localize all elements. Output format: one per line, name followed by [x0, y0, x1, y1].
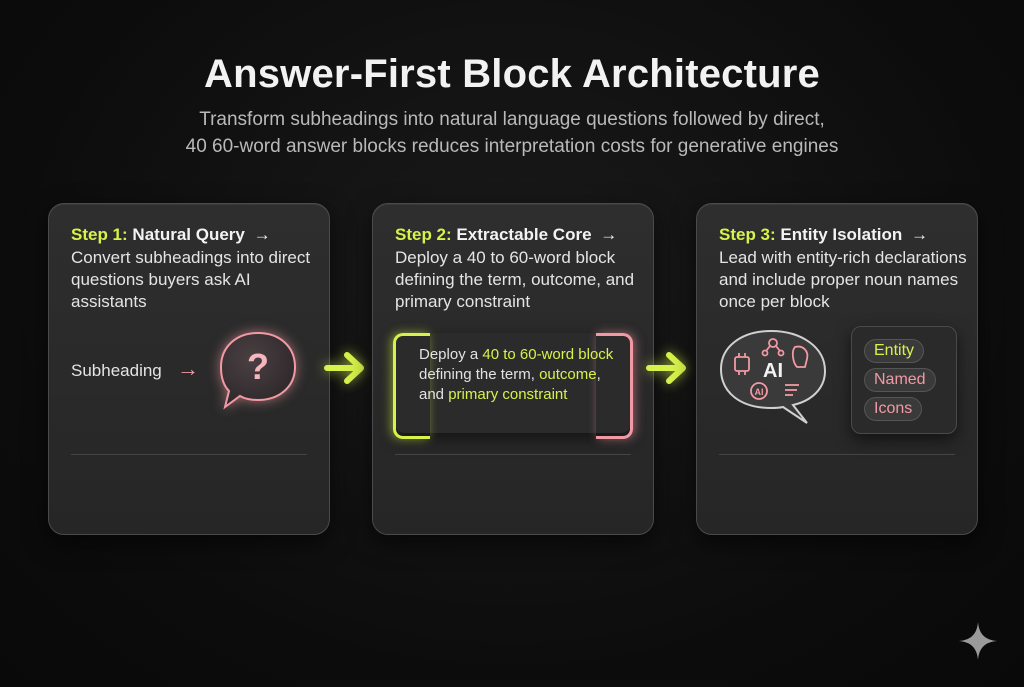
ai-entity-bubble-icon: AI AI	[719, 327, 831, 427]
network-icon	[761, 338, 785, 357]
tag-named: Named	[864, 368, 936, 392]
step-1-divider	[71, 454, 307, 455]
step-3-number: Step 3:	[719, 225, 776, 244]
step-3-divider	[719, 454, 955, 455]
step-2-number: Step 2:	[395, 225, 452, 244]
step-3-name: Entity Isolation	[780, 225, 903, 244]
step-2-card: Step 2: Extractable Core → Deploy a 40 t…	[372, 203, 654, 535]
question-bubble-icon: ?	[217, 329, 299, 411]
page-subtitle: Transform subheadings into natural langu…	[112, 106, 912, 160]
step-1-heading: Step 1: Natural Query →	[71, 225, 271, 245]
step-3-card: Step 3: Entity Isolation → Lead with ent…	[696, 203, 978, 535]
question-mark-glyph: ?	[247, 346, 269, 387]
step-2-divider	[395, 454, 631, 455]
left-bracket	[393, 333, 430, 439]
step-2-name: Extractable Core	[456, 225, 592, 244]
step-2-description: Deploy a 40 to 60-word block defining th…	[395, 248, 635, 311]
tag-icons: Icons	[864, 397, 923, 421]
step-2-heading: Step 2: Extractable Core →	[395, 225, 617, 245]
flow-arrow-icon: →	[177, 356, 199, 381]
subtitle-line-1: Transform subheadings into natural langu…	[199, 109, 825, 130]
step-3-heading: Step 3: Entity Isolation →	[719, 225, 928, 245]
highlight-outcome: outcome	[539, 366, 597, 383]
brain-head-icon	[791, 345, 809, 368]
highlight-constraint: primary constraint	[448, 386, 568, 403]
right-bracket	[596, 333, 633, 439]
step-3-arrow-icon: →	[911, 225, 928, 244]
entity-tag-panel: Entity Named Icons	[851, 326, 957, 434]
arrow-right-icon	[324, 350, 369, 386]
chip-icon	[734, 353, 750, 375]
step-1-description: Convert subheadings into direct question…	[71, 248, 311, 311]
step-3-description: Lead with entity-rich declarations and i…	[719, 248, 967, 311]
highlight-word-count: 40 to 60-word block	[482, 346, 614, 363]
arrow-right-icon	[646, 350, 691, 386]
snippet-text: Deploy a 40 to 60-word block defining th…	[419, 346, 614, 403]
sparkle-icon	[957, 620, 999, 662]
document-lines-icon	[785, 384, 799, 396]
svg-text:AI: AI	[755, 387, 764, 397]
tag-entity: Entity	[864, 339, 925, 363]
answer-block-snippet: Deploy a 40 to 60-word block defining th…	[393, 333, 633, 439]
step-1-name: Natural Query	[132, 225, 245, 244]
subtitle-line-2: 40 60-word answer blocks reduces interpr…	[185, 136, 839, 157]
step-2-arrow-icon: →	[600, 225, 618, 244]
step-1-card: Step 1: Natural Query → Convert subheadi…	[48, 203, 330, 535]
page-title: Answer-First Block Architecture	[204, 52, 820, 96]
step-1-number: Step 1:	[71, 225, 128, 244]
ai-label: AI	[763, 360, 783, 382]
subheading-label: Subheading	[71, 361, 162, 380]
mini-ai-bubble-icon: AI	[750, 382, 768, 400]
step-1-arrow-icon: →	[253, 225, 271, 244]
